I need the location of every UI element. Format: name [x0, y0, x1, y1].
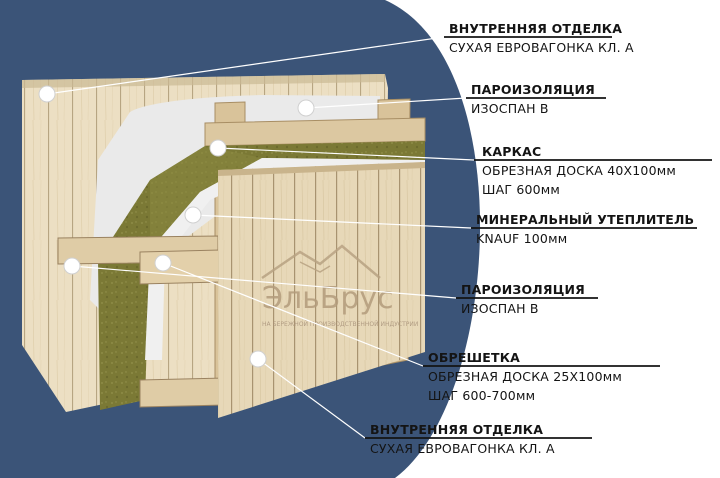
marker-dot-4 — [184, 206, 202, 224]
front-lining — [218, 162, 425, 418]
label-vapour-barrier-bottom: ПАРОИЗОЛЯЦИЯ ИЗОСПАН В — [461, 280, 585, 318]
label-insulation: МИНЕРАЛЬНЫЙ УТЕПЛИТЕЛЬ KNAUF 100мм — [476, 210, 694, 248]
label-underlines — [365, 36, 712, 439]
batten-bottom — [139, 377, 226, 408]
marker-dot-5 — [63, 257, 81, 275]
logo-name: ЭльБрус — [262, 281, 394, 316]
label-title: ПАРОИЗОЛЯЦИЯ — [471, 82, 595, 97]
label-title: ПАРОИЗОЛЯЦИЯ — [461, 282, 585, 297]
label-detail: ОБРЕЗНАЯ ДОСКА 40Х100мм — [482, 163, 676, 178]
label-interior-finish-bottom: ВНУТРЕННЯЯ ОТДЕЛКА СУХАЯ ЕВРОВАГОНКА КЛ.… — [370, 420, 555, 458]
label-battens: ОБРЕШЕТКА ОБРЕЗНАЯ ДОСКА 25Х100мм ШАГ 60… — [428, 348, 622, 405]
leader-lines — [46, 36, 475, 439]
marker-dot-1 — [38, 85, 56, 103]
marker-dot-6 — [154, 254, 172, 272]
label-frame: КАРКАС ОБРЕЗНАЯ ДОСКА 40Х100мм ШАГ 600мм — [482, 142, 676, 199]
markers — [38, 85, 315, 368]
marker-dot-2 — [297, 99, 315, 117]
label-detail: СУХАЯ ЕВРОВАГОНКА КЛ. А — [370, 441, 555, 456]
marker-dot-7 — [249, 350, 267, 368]
label-detail: KNAUF 100мм — [476, 231, 568, 246]
label-detail: ОБРЕЗНАЯ ДОСКА 25Х100мм — [428, 369, 622, 384]
label-vapour-barrier-top: ПАРОИЗОЛЯЦИЯ ИЗОСПАН В — [471, 80, 595, 118]
label-interior-finish-top: ВНУТРЕННЯЯ ОТДЕЛКА СУХАЯ ЕВРОВАГОНКА КЛ.… — [449, 19, 634, 57]
label-title: МИНЕРАЛЬНЫЙ УТЕПЛИТЕЛЬ — [476, 212, 695, 227]
front-lining-top-edge — [218, 162, 425, 176]
marker-dot-3 — [209, 139, 227, 157]
label-title: КАРКАС — [482, 144, 542, 159]
batten-block — [139, 249, 221, 285]
label-title: ВНУТРЕННЯЯ ОТДЕЛКА — [449, 21, 623, 36]
logo-tagline: НА БЕРЕЖНОЙ ПРОИЗВОДСТВЕННОЙ ИНДУСТРИИ — [262, 321, 418, 328]
label-detail-2: ШАГ 600мм — [482, 182, 561, 197]
label-title: ВНУТРЕННЯЯ ОТДЕЛКА — [370, 422, 544, 437]
label-detail-2: ШАГ 600-700мм — [428, 388, 536, 403]
label-detail: ИЗОСПАН В — [471, 101, 549, 116]
label-title: ОБРЕШЕТКА — [428, 350, 521, 365]
label-detail: ИЗОСПАН В — [461, 301, 539, 316]
label-detail: СУХАЯ ЕВРОВАГОНКА КЛ. А — [449, 40, 634, 55]
